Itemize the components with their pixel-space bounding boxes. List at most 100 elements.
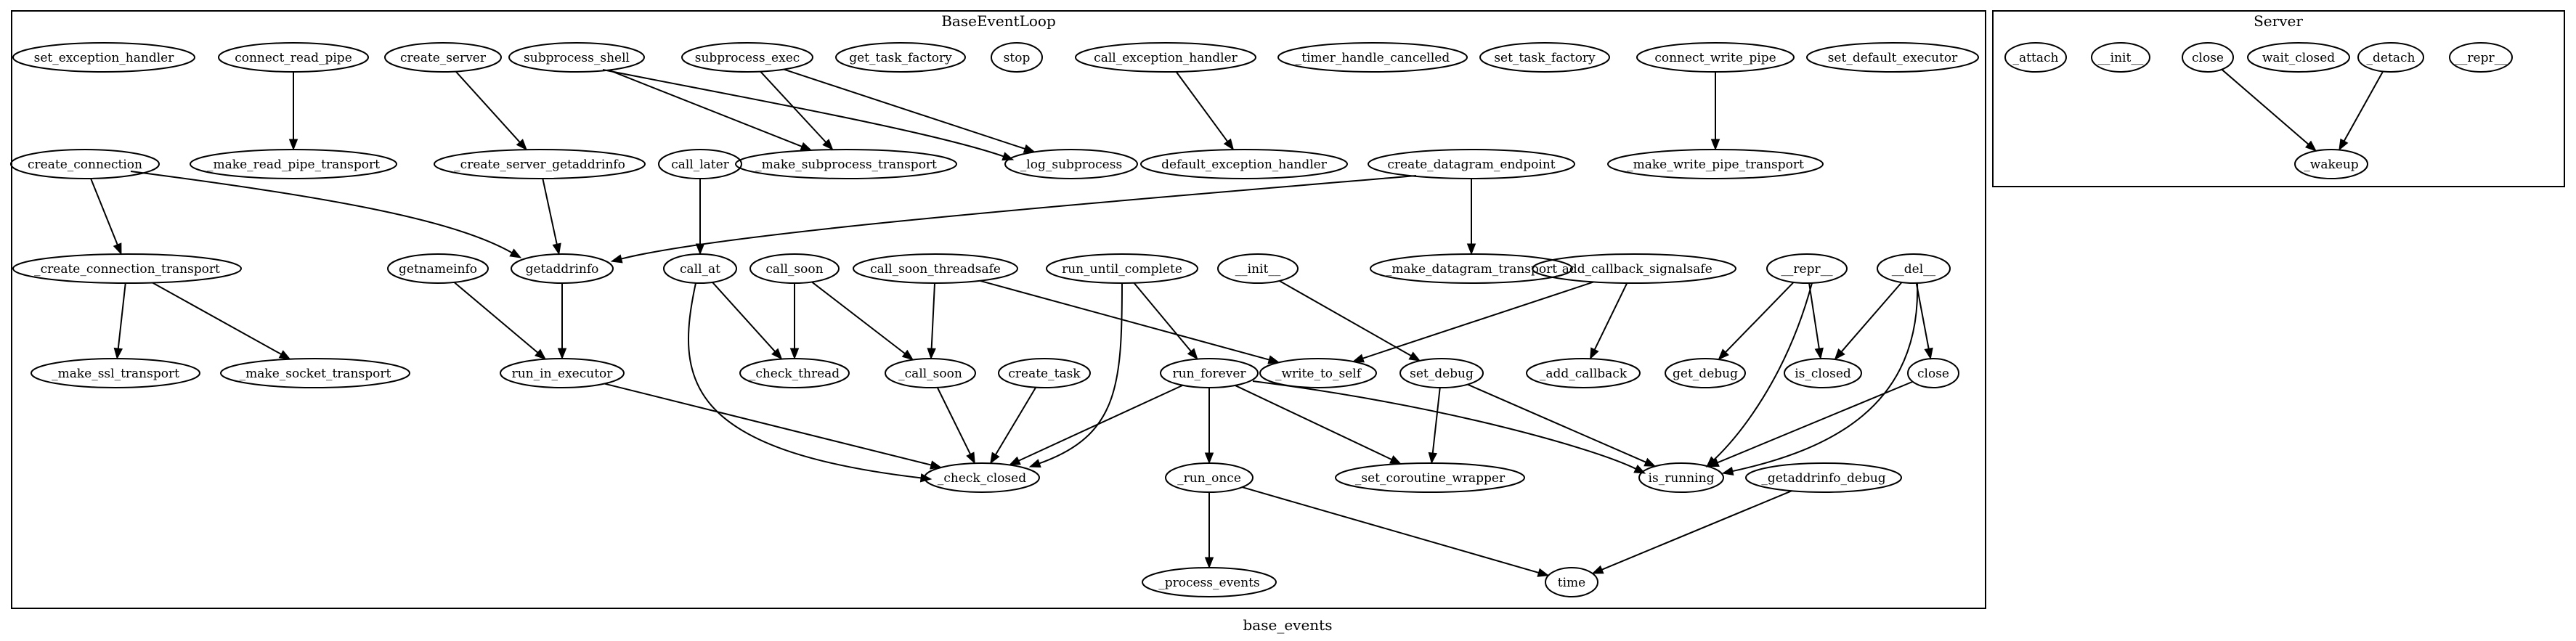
edge-create-connection-to-getaddrinfo-arrowhead (509, 248, 522, 258)
node-ellipse (1368, 149, 1575, 179)
edge-run-forever-to-set-coroutine-wrapper (1235, 385, 1392, 460)
node-ellipse (1607, 149, 1824, 179)
node-ellipse (658, 149, 742, 179)
node-label: call_exception_handler (1094, 51, 1238, 65)
cluster-title-baseeventloop: BaseEventLoop (941, 12, 1056, 30)
node-label: __repr__ (1781, 262, 1833, 277)
node-ellipse (1877, 253, 1951, 284)
node-get-debug: get_debug (1665, 358, 1746, 388)
node-label: _make_read_pipe_transport (207, 158, 380, 172)
node-label: _wakeup (2304, 158, 2358, 172)
edge-run-forever-to-run-once-arrowhead (1204, 452, 1214, 465)
edge-create-connection-transport-to-make-socket-transport (152, 282, 282, 355)
node-del: __del__ (1877, 253, 1951, 284)
node-set-debug: set_debug (1399, 358, 1484, 388)
edge-run-once-to-process-events-arrowhead (1204, 557, 1214, 569)
edge-create-connection-transport-to-make-ssl-transport-arrowhead (113, 347, 123, 360)
node-process-events: _process_events (1142, 567, 1277, 597)
edge-create-connection-transport-to-make-socket-transport-arrowhead (278, 350, 291, 360)
edge-call-soon-threadsafe-to-call-soon (930, 282, 936, 349)
node-make-read-pipe-transport: _make_read_pipe_transport (190, 149, 397, 179)
node-ellipse (2091, 42, 2150, 73)
node-run-forever: run_forever (1160, 358, 1259, 388)
node-ellipse (998, 358, 1091, 388)
node-label: _call_soon (898, 367, 962, 381)
edge-run-forever-to-check-closed (1018, 384, 1183, 462)
node-ellipse (1370, 253, 1573, 284)
edge-run-once-to-time-arrowhead (1537, 568, 1550, 577)
node-connect-read-pipe: connect_read_pipe (218, 42, 369, 73)
edge-add-callback-signalsafe-to-write-to-self (1362, 281, 1594, 359)
node-check-thread: _check_thread (739, 358, 850, 388)
node-create-server: create_server (384, 42, 502, 73)
node-run-once: _run_once (1165, 462, 1254, 493)
node-ellipse (2004, 42, 2067, 73)
node-label: run_forever (1172, 367, 1246, 381)
node-add-callback-signalsafe: _add_callback_signalsafe (1532, 253, 1736, 284)
node-ellipse (2247, 42, 2350, 73)
edge-call-soon-to-call-soon-arrowhead (901, 349, 914, 361)
node-make-write-pipe-transport: _make_write_pipe_transport (1607, 149, 1824, 179)
node-label: connect_read_pipe (235, 51, 352, 65)
node-ellipse (1479, 42, 1610, 73)
node-ellipse (1907, 358, 1959, 388)
edge-add-callback-signalsafe-to-add-callback-arrowhead (1590, 347, 1599, 360)
node-ellipse (1545, 567, 1598, 597)
node-is-running: is_running (1638, 462, 1724, 493)
node-call-exception-handler: call_exception_handler (1075, 42, 1256, 73)
edge-run-until-complete-to-check-closed (1039, 282, 1123, 465)
node-make-ssl-transport: _make_ssl_transport (31, 358, 200, 388)
node-server-s-init: __init__ (2091, 42, 2150, 73)
node-label: run_in_executor (512, 367, 614, 381)
node-ellipse (508, 42, 645, 73)
node-ellipse (1217, 253, 1299, 284)
node-server-s-wait-closed: wait_closed (2247, 42, 2350, 73)
node-ellipse (1638, 462, 1724, 493)
edge-run-forever-to-is-running (1252, 380, 1636, 470)
node-label: _make_write_pipe_transport (1627, 158, 1804, 172)
edge-del---to-close (1915, 282, 1930, 349)
node-label: __init__ (2098, 51, 2144, 65)
node-label: _add_callback_signalsafe (1556, 262, 1712, 277)
edge-subprocess-exec-to-log-subprocess-arrowhead (1023, 144, 1036, 153)
node-server-s-close: close (2182, 42, 2234, 73)
node-ellipse (500, 358, 625, 388)
edge-call-at-to-check-closed (687, 282, 922, 479)
edge-call-at-to-check-thread (712, 282, 776, 352)
edge-call-soon-to-call-soon (811, 281, 906, 354)
edge-init---to-set-debug (1279, 279, 1412, 356)
edge-create-server-getaddrinfo-to-getaddrinfo (542, 178, 558, 245)
node-ellipse (12, 253, 242, 284)
node-label: is_running (1649, 471, 1715, 486)
node-label: __init__ (1235, 262, 1281, 277)
node-ellipse (739, 358, 850, 388)
node-ellipse (1745, 462, 1902, 493)
edge-run-until-complete-to-run-forever (1133, 282, 1192, 352)
node-label: _check_thread (749, 367, 840, 381)
node-call-later: call_later (658, 149, 742, 179)
node-get-task-factory: get_task_factory (835, 42, 966, 73)
edge-repr---to-is-running (1713, 282, 1813, 461)
edge-connect-write-pipe-to-make-write-pipe-transport-arrowhead (1710, 139, 1720, 151)
node-label: _write_to_self (1275, 367, 1362, 381)
node-label: set_default_executor (1828, 51, 1958, 65)
node-timer-handle-cancelled: _timer_handle_cancelled (1277, 42, 1468, 73)
node-set-coroutine-wrapper: _set_coroutine_wrapper (1335, 462, 1525, 493)
node-label: call_later (671, 158, 729, 172)
edges-layer (90, 68, 2384, 577)
edge-s-close-to-s-wakeup (2221, 68, 2309, 145)
edge-del---to-is-closed (1840, 282, 1903, 353)
cluster-frame-server (1992, 10, 2565, 187)
node-label: _make_datagram_transport (1386, 262, 1557, 277)
edge-subprocess-exec-to-log-subprocess (783, 68, 1025, 150)
node-set-default-executor: set_default_executor (1806, 42, 1979, 73)
node-label: set_debug (1410, 367, 1474, 381)
node-label: _make_subprocess_transport (755, 158, 937, 172)
node-label: call_soon (765, 262, 823, 277)
node-default-exception-handler: default_exception_handler (1140, 149, 1348, 179)
edge-call-soon-to-check-closed (936, 387, 971, 455)
node-label: run_until_complete (1062, 262, 1182, 277)
edge-run-in-executor-to-check-closed (604, 383, 932, 466)
node-label: getaddrinfo (526, 262, 599, 277)
